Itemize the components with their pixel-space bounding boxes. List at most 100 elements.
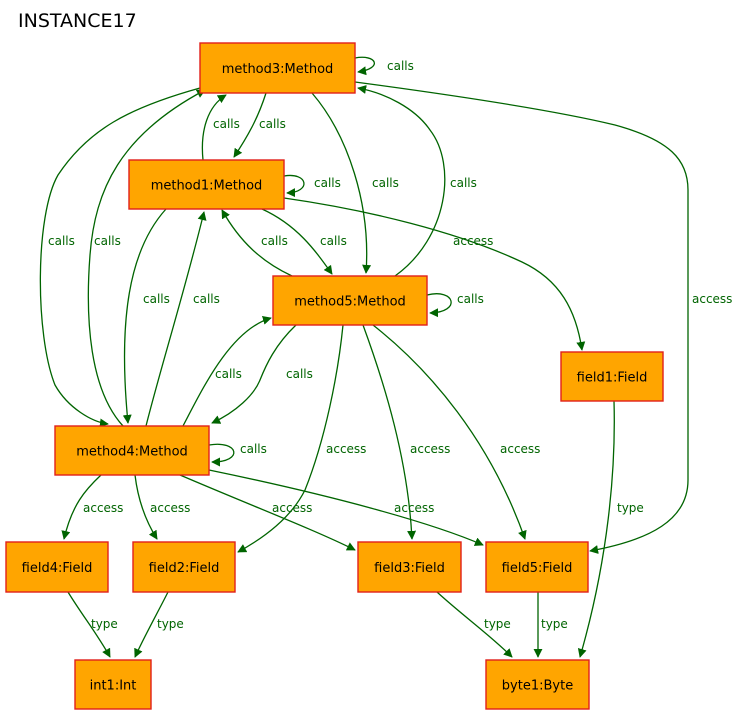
edge-method5-to-field2: access [237, 324, 366, 553]
edge-label: calls [372, 176, 399, 190]
edge-line [311, 92, 372, 274]
node-label: int1:Int [90, 679, 137, 694]
edge-method5-to-method1: calls [221, 209, 293, 277]
node-box [74, 659, 152, 710]
edge-label: access [83, 501, 123, 515]
node-field1[interactable]: field1:Field [560, 351, 664, 402]
edge-label: calls [286, 367, 313, 381]
node-label: byte1:Byte [502, 679, 573, 694]
node-label: method4:Method [76, 445, 188, 460]
edge-method4-to-method1: calls [145, 211, 220, 427]
edge-method1-to-method4: calls [122, 208, 170, 424]
node-box [357, 541, 462, 593]
node-field5[interactable]: field5:Field [485, 541, 589, 593]
edge-method1-to-method1: calls [283, 174, 341, 198]
edge-line [134, 474, 158, 540]
edge-method3-to-method1: calls [233, 92, 286, 158]
edge-line [179, 474, 356, 551]
node-field4[interactable]: field4:Field [5, 541, 109, 593]
edge-label: calls [261, 234, 288, 248]
edge-line [145, 211, 207, 427]
node-label: field5:Field [502, 561, 573, 576]
edge-method4-to-field4: access [61, 474, 123, 540]
node-method3[interactable]: method3:Method [199, 42, 356, 94]
edge-method5-to-field3: access [362, 324, 450, 540]
node-label: method1:Method [151, 179, 263, 194]
edge-line [211, 324, 297, 424]
edge-method5-to-method3: calls [357, 85, 477, 277]
node-label: method3:Method [222, 62, 334, 77]
edge-method4-to-method5: calls [182, 315, 272, 427]
edge-line [221, 209, 293, 277]
edge-label: calls [450, 176, 477, 190]
edge-label: access [326, 442, 366, 456]
edge-field3-to-byte1: type [436, 591, 513, 658]
edge-label: access [410, 442, 450, 456]
edge-method3-to-method5: calls [311, 92, 399, 274]
edge-label: access [394, 501, 434, 515]
edge-line [372, 324, 527, 540]
edge-label: access [453, 234, 493, 248]
edge-label: calls [314, 176, 341, 190]
edge-label: calls [213, 117, 240, 131]
edge-line [134, 591, 169, 658]
node-method5[interactable]: method5:Method [272, 275, 428, 326]
edge-method3-to-method4: calls [39, 87, 201, 428]
node-label: field3:Field [374, 561, 445, 576]
edge-line [354, 56, 375, 76]
edge-method1-to-field1: access [283, 197, 586, 351]
edge-method3-to-method3: calls [354, 56, 414, 76]
node-field3[interactable]: field3:Field [357, 541, 462, 593]
node-int1[interactable]: int1:Int [74, 659, 152, 710]
edge-line [283, 174, 305, 198]
edge-label: access [272, 501, 312, 515]
node-box [199, 42, 356, 94]
node-label: method5:Method [294, 295, 406, 310]
edge-line [354, 81, 689, 554]
edge-field5-to-byte1: type [533, 592, 568, 658]
edge-method1-to-method5: calls [261, 208, 347, 275]
edge-method4-to-method3: calls [87, 89, 206, 427]
edge-label: type [157, 617, 184, 631]
node-field2[interactable]: field2:Field [132, 541, 236, 593]
edge-method5-to-method5: calls [426, 292, 484, 318]
edge-line [357, 85, 446, 277]
edge-method5-to-method4: calls [211, 324, 313, 424]
edge-label: calls [457, 292, 484, 306]
edge-label: calls [94, 234, 121, 248]
edge-line [122, 208, 167, 424]
node-byte1[interactable]: byte1:Byte [485, 659, 590, 710]
edge-line [201, 94, 227, 161]
edge-label: calls [387, 59, 414, 73]
edge-line [577, 400, 615, 658]
edge-label: calls [143, 292, 170, 306]
edge-line [87, 89, 206, 427]
edge-label: access [150, 501, 190, 515]
node-label: field1:Field [577, 371, 648, 386]
node-box [485, 541, 589, 593]
node-method1[interactable]: method1:Method [128, 159, 285, 210]
edge-method4-to-field2: access [134, 474, 190, 540]
node-box [5, 541, 109, 593]
nodes: method3:Method method1:Method method5:Meth… [5, 42, 664, 710]
edge-line [61, 474, 102, 540]
edge-label: type [541, 617, 568, 631]
edge-line [426, 293, 452, 318]
edge-line [261, 208, 333, 275]
node-box [54, 425, 210, 476]
edge-label: calls [48, 234, 75, 248]
edge-line [283, 197, 586, 351]
edge-line [436, 591, 513, 658]
edge-line [182, 315, 272, 427]
edge-line [362, 324, 417, 540]
node-method4[interactable]: method4:Method [54, 425, 210, 476]
edge-label: type [91, 617, 118, 631]
node-box [132, 541, 236, 593]
edge-label: type [484, 617, 511, 631]
node-label: field2:Field [149, 561, 220, 576]
edge-field1-to-byte1: type [577, 400, 644, 658]
edge-label: calls [240, 442, 267, 456]
edge-method1-to-method3: calls [201, 94, 240, 161]
diagram-title: INSTANCE17 [18, 10, 137, 32]
